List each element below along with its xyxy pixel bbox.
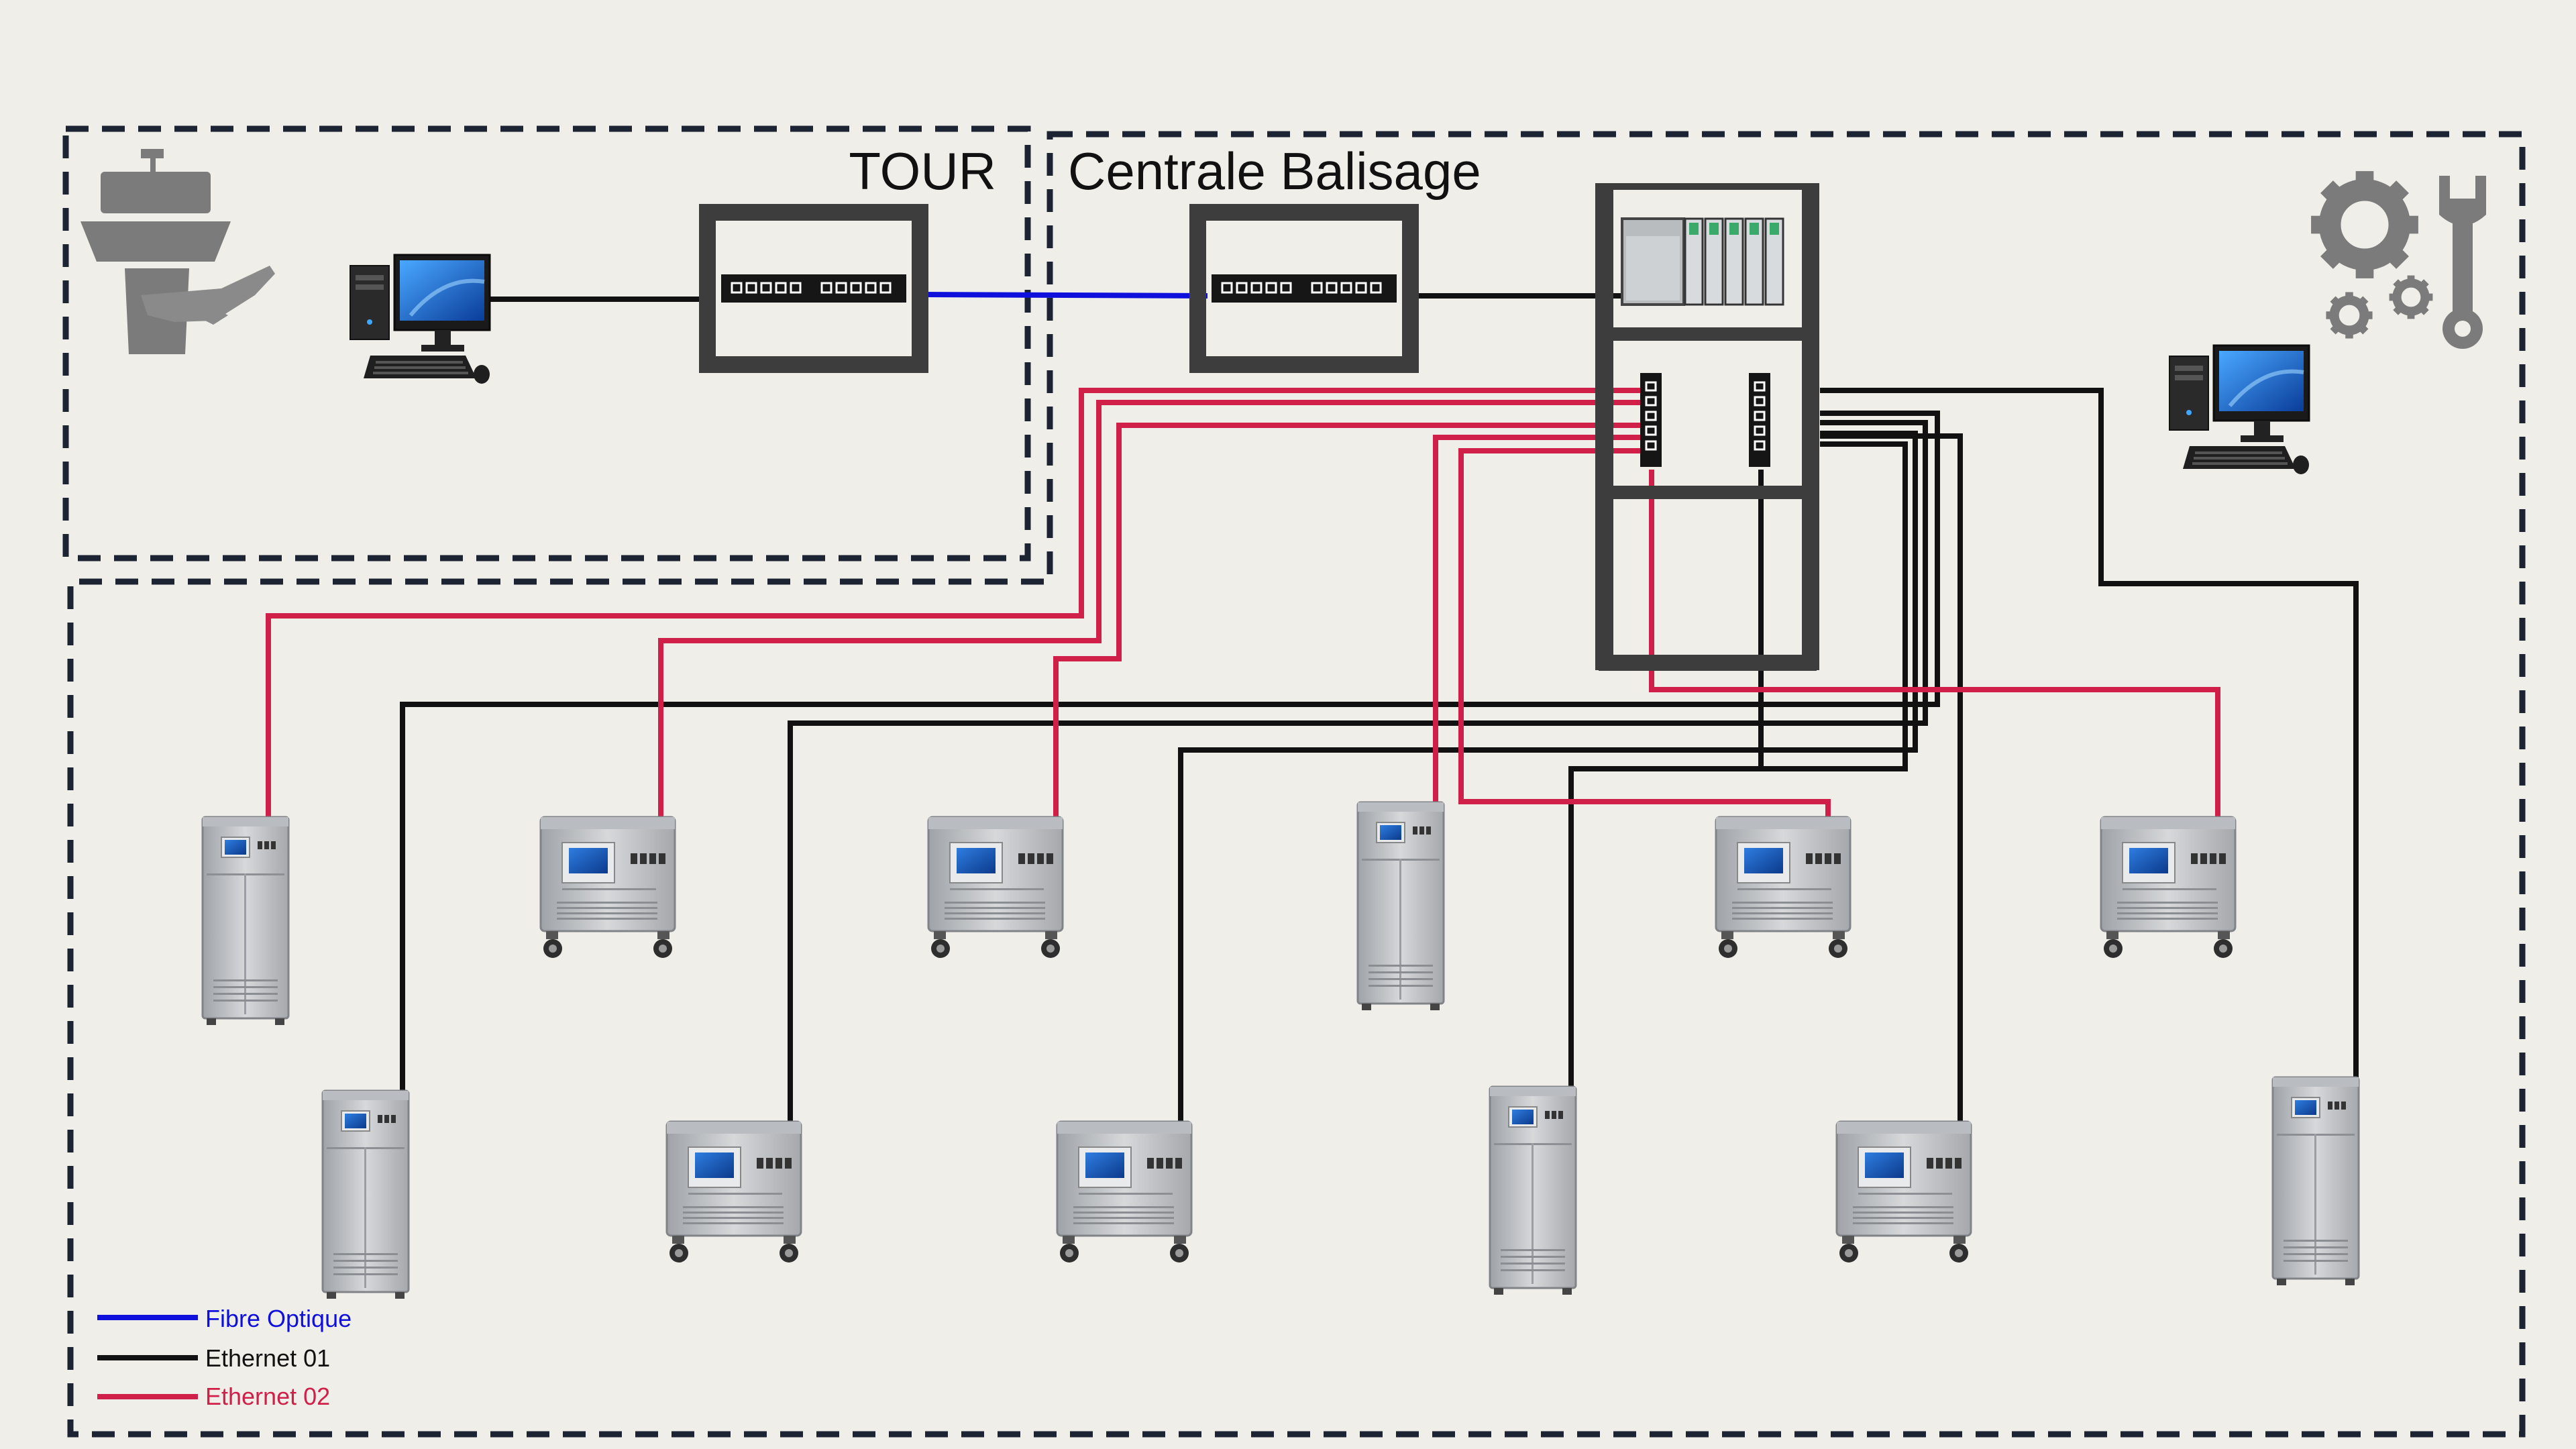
regulators-row-1	[203, 802, 2235, 1025]
regulators-row-2	[323, 1077, 2359, 1299]
legend-label-ethernet01: Ethernet 01	[205, 1344, 330, 1372]
regulator-small-11	[1837, 1122, 1971, 1263]
tour-zone-label: TOUR	[849, 142, 996, 201]
legend-label-ethernet02: Ethernet 02	[205, 1383, 330, 1410]
patch-panel-tour	[702, 207, 925, 370]
centrale-zone-label: Centrale Balisage	[1068, 142, 1481, 201]
regulator-small-5	[1716, 817, 1850, 958]
regulator-tall-7	[323, 1091, 409, 1299]
switch-ethernet01	[1749, 373, 1770, 467]
desktop-computer-icon	[350, 255, 490, 384]
main-rack	[1599, 186, 1817, 671]
regulator-small-6	[2101, 817, 2235, 958]
fibre-cables	[921, 294, 1208, 296]
patch-panel-centrale	[1193, 207, 1415, 370]
regulator-tall-10	[1490, 1087, 1576, 1295]
regulator-small-8	[667, 1122, 801, 1263]
regulator-small-3	[928, 817, 1063, 958]
legend: Fibre Optique Ethernet 01 Ethernet 02	[97, 1305, 352, 1410]
regulator-small-9	[1057, 1122, 1191, 1263]
gears-wrench-icon	[2311, 171, 2486, 349]
plc-unit	[1622, 219, 1783, 305]
control-tower-icon	[80, 149, 275, 354]
regulator-tall-12	[2273, 1077, 2359, 1285]
legend-label-fibre: Fibre Optique	[205, 1305, 352, 1332]
regulator-small-2	[541, 817, 675, 958]
regulator-tall-4	[1358, 802, 1444, 1010]
regulator-tall-1	[203, 817, 288, 1025]
desktop-computer-icon	[2169, 345, 2309, 474]
switch-ethernet02	[1640, 373, 1662, 467]
